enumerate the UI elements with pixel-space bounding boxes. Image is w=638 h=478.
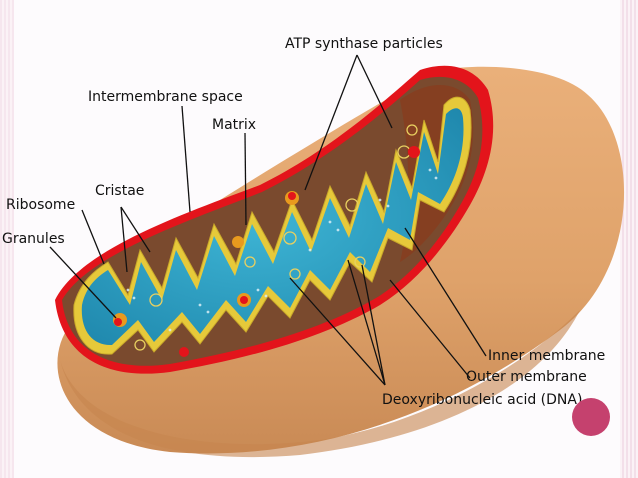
slide-accent-dot xyxy=(572,398,610,436)
label-atp-synthase: ATP synthase particles xyxy=(285,36,443,52)
label-intermembrane-space: Intermembrane space xyxy=(88,89,243,105)
label-inner-membrane: Inner membrane xyxy=(488,348,605,364)
label-dna: Deoxyribonucleic acid (DNA) xyxy=(382,392,582,408)
label-ribosome: Ribosome xyxy=(6,197,75,213)
label-matrix: Matrix xyxy=(212,117,256,133)
label-granules: Granules xyxy=(2,231,65,247)
label-cristae: Cristae xyxy=(95,183,144,199)
label-outer-membrane: Outer membrane xyxy=(466,369,587,385)
